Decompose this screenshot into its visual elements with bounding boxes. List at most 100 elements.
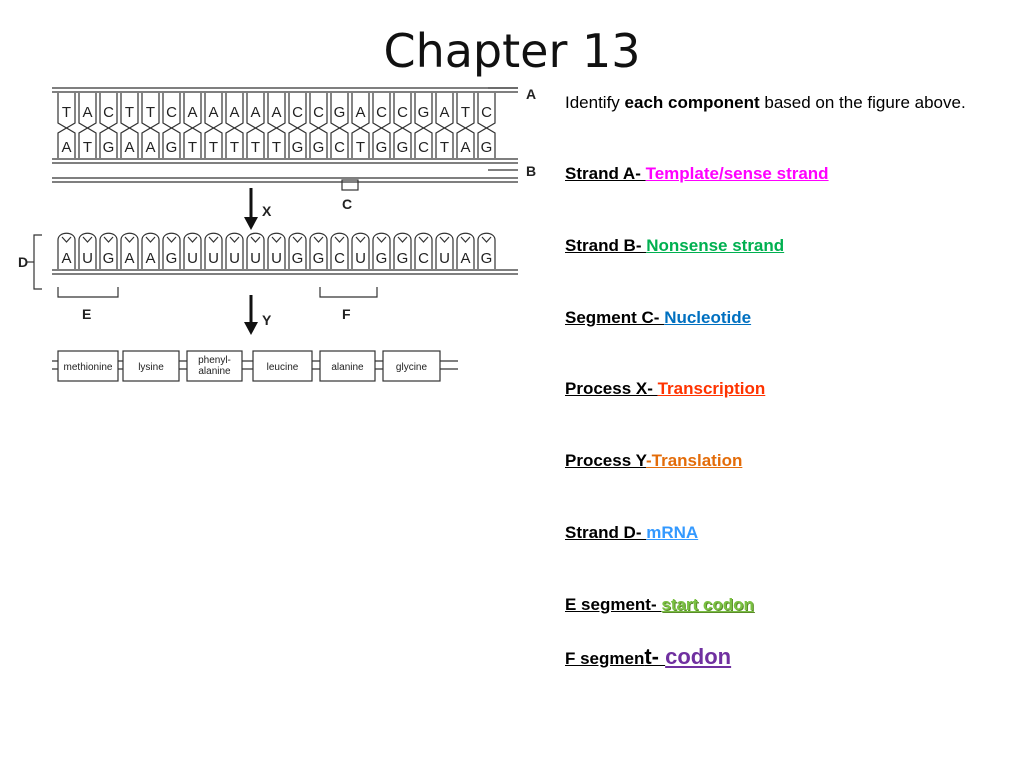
dna-base-letter: A — [439, 104, 449, 121]
mrna-base-letter: A — [61, 250, 71, 267]
label-b: B — [526, 163, 536, 179]
dna-base-letter: T — [251, 139, 260, 156]
answer-label: Process X- — [565, 379, 658, 398]
label-f: F — [342, 306, 351, 322]
dna-nucleotide-bottom — [99, 127, 118, 158]
arrow-y-head — [244, 322, 258, 335]
mrna-base-letter: U — [439, 250, 450, 267]
mrna-notch — [82, 236, 93, 243]
dna-base-letter: G — [103, 139, 115, 156]
dna-nucleotide-bottom — [351, 127, 370, 158]
dna-nucleotide-bottom — [288, 127, 307, 158]
mrna-base-letter: U — [208, 250, 219, 267]
answer-strand-a: Strand A- Template/sense strand — [565, 164, 829, 184]
instructions-pre: Identify — [565, 93, 625, 112]
answer-strand-b: Strand B- Nonsense strand — [565, 236, 784, 256]
mrna-notch — [292, 236, 303, 243]
dna-base-letter: A — [61, 139, 71, 156]
dna-base-letter: T — [209, 139, 218, 156]
answer-label: Strand A- — [565, 164, 646, 183]
mrna-base-letter: U — [229, 250, 240, 267]
mrna-nucleotide — [414, 232, 433, 269]
dna-base-letter: A — [124, 139, 134, 156]
mrna-base-letter: U — [187, 250, 198, 267]
mrna-nucleotide — [309, 232, 328, 269]
dna-double-helix: TAATCGTATACGATATATATATCGCGGCATCGCGGCATTA… — [52, 87, 518, 335]
dna-base-letter: C — [313, 104, 324, 121]
answer-value: Template/sense strand — [645, 164, 829, 183]
dna-base-letter: G — [481, 139, 493, 156]
mrna-notch — [103, 236, 114, 243]
dna-nucleotide-bottom — [120, 127, 139, 158]
dna-base-letter: T — [125, 104, 134, 121]
segment-c-marker — [341, 179, 359, 191]
dna-base-letter: T — [461, 104, 470, 121]
answer-value: Nonsense strand — [646, 236, 785, 255]
answer-segment-c: Segment C- Nucleotide — [565, 308, 751, 328]
mrna-base-letter: A — [460, 250, 470, 267]
label-x: X — [262, 203, 272, 219]
mrna-nucleotide — [267, 232, 286, 269]
mrna-nucleotide — [393, 232, 412, 269]
mrna-notch — [124, 236, 135, 243]
mrna-base-letter: U — [250, 250, 261, 267]
dna-base-letter: G — [334, 104, 346, 121]
mrna-notch — [355, 236, 366, 243]
mrna-nucleotide — [435, 232, 454, 269]
label-c: C — [342, 196, 352, 212]
dna-nucleotide-bottom — [330, 127, 349, 158]
dna-base-letter: T — [356, 139, 365, 156]
mrna-base-letter: G — [313, 250, 325, 267]
dna-nucleotide-bottom — [477, 127, 496, 158]
dna-base-letter: G — [418, 104, 430, 121]
dna-base-letter: C — [334, 139, 345, 156]
amino-acid-name: lysine — [138, 362, 164, 373]
dna-base-letter: A — [250, 104, 260, 121]
dna-base-letter: C — [292, 104, 303, 121]
dna-base-letter: G — [292, 139, 304, 156]
dna-base-letter: C — [397, 104, 408, 121]
answer-value: Nucleotide — [664, 308, 752, 327]
mrna-notch — [61, 236, 72, 243]
mrna-notch — [145, 236, 156, 243]
mrna-notch — [187, 236, 198, 243]
mrna-notch — [334, 236, 345, 243]
amino-acid-name: methionine — [64, 362, 113, 373]
answer-process-x: Process X- Transcription — [565, 379, 765, 399]
dna-nucleotide-bottom — [183, 127, 202, 158]
dna-nucleotide-bottom — [456, 127, 475, 158]
answer-value: mRNA — [646, 523, 699, 542]
answer-label: E segment- — [565, 595, 662, 614]
dna-base-letter: G — [397, 139, 409, 156]
mrna-base-letter: G — [292, 250, 304, 267]
mrna-nucleotide — [183, 232, 202, 269]
mrna-notch — [397, 236, 408, 243]
answer-label: Process Y — [565, 451, 646, 470]
mrna-base-letter: C — [334, 250, 345, 267]
dna-base-letter: A — [208, 104, 218, 121]
amino-acid-name: phenyl- — [198, 355, 231, 366]
dna-base-letter: C — [103, 104, 114, 121]
mrna-nucleotide — [351, 232, 370, 269]
mrna-notch — [271, 236, 282, 243]
mrna-base-letter: A — [145, 250, 155, 267]
answer-panel: Identify each component based on the fig… — [565, 92, 1005, 669]
mrna-notch — [418, 236, 429, 243]
mrna-nucleotide — [204, 232, 223, 269]
mrna-notch — [208, 236, 219, 243]
answer-value: codon — [665, 644, 732, 669]
dna-base-letter: G — [166, 139, 178, 156]
dna-nucleotide-bottom — [309, 127, 328, 158]
instructions: Identify each component based on the fig… — [565, 92, 1005, 114]
dna-nucleotide-bottom — [204, 127, 223, 158]
dna-base-letter: A — [145, 139, 155, 156]
mrna-nucleotide — [99, 232, 118, 269]
mrna-base-letter: G — [166, 250, 178, 267]
instructions-post: based on the figure above. — [759, 93, 966, 112]
answer-label: F segment- — [565, 644, 665, 669]
dna-base-letter: A — [229, 104, 239, 121]
